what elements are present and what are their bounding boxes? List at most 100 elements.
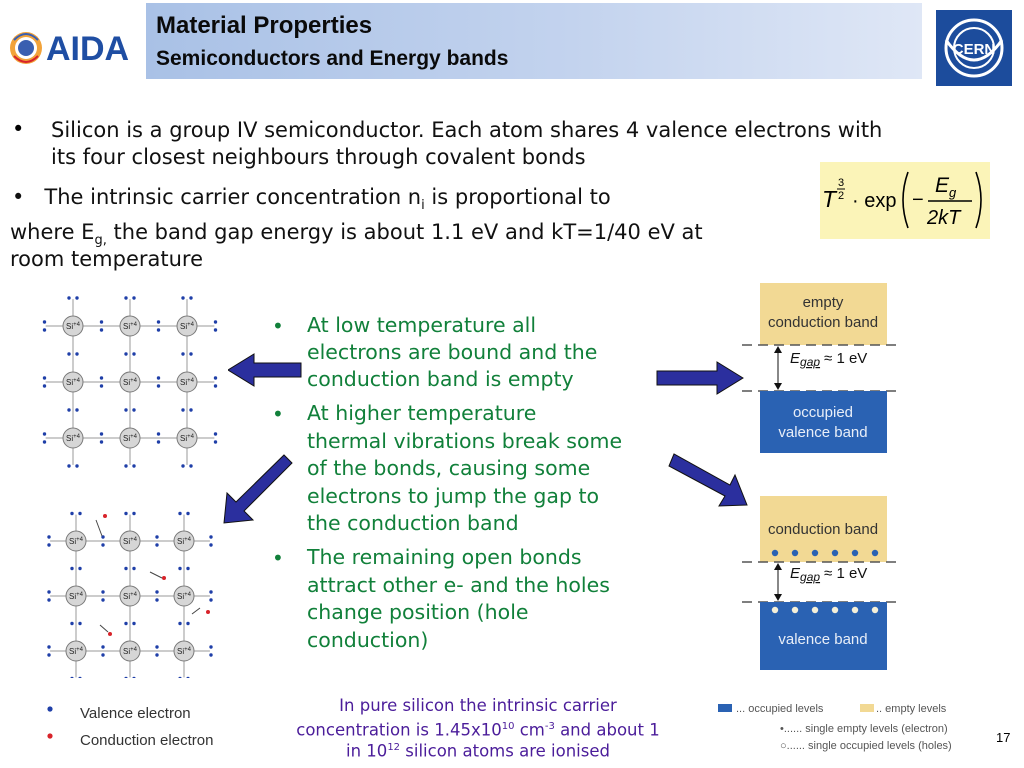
silicon-atom: Si+4 xyxy=(119,371,141,393)
green-p2-l2: thermal vibrations break some xyxy=(307,429,623,453)
svg-text:Si+4: Si+4 xyxy=(69,537,84,546)
cern-logo: CERN xyxy=(936,10,1012,86)
arrow-down-right-icon xyxy=(668,453,748,507)
svg-text:2kT: 2kT xyxy=(926,207,962,229)
bullet-1-line-2: its four closest neighbours through cova… xyxy=(51,145,586,169)
svg-text:−: − xyxy=(912,189,924,211)
silicon-atom: Si+4 xyxy=(119,315,141,337)
svg-text:Si+4: Si+4 xyxy=(66,434,81,443)
aida-logo-emblem-icon xyxy=(10,32,42,64)
footnote-line-3: in 1012 silicon atoms are ionised xyxy=(346,741,610,761)
svg-text:Si+4: Si+4 xyxy=(177,592,192,601)
svg-text:Si+4: Si+4 xyxy=(123,434,138,443)
silicon-atom: Si+4 xyxy=(119,585,141,607)
silicon-atom: Si+4 xyxy=(173,640,195,662)
svg-text:Si+4: Si+4 xyxy=(180,434,195,443)
green-bullet-3-marker: • xyxy=(272,546,284,570)
silicon-atom: Si+4 xyxy=(62,315,84,337)
svg-text:Si+4: Si+4 xyxy=(69,647,84,656)
band-diagram-warm: conduction band Egap≈ 1 eV valence band xyxy=(742,496,902,670)
band-gap-label: Egap≈ 1 eV xyxy=(790,350,867,369)
arrow-right-icon xyxy=(656,361,744,395)
conduction-electron-dot-icon xyxy=(47,733,53,739)
green-p2-l5: the conduction band xyxy=(307,511,519,535)
svg-text:Si+4: Si+4 xyxy=(123,322,138,331)
legend-occupied-label: ... occupied levels xyxy=(736,703,824,715)
conduction-electrons xyxy=(95,514,210,636)
band-diagram-cold: empty conduction band Egap≈ 1 eV occupie… xyxy=(742,283,902,453)
silicon-atom: Si+4 xyxy=(176,427,198,449)
svg-text:2: 2 xyxy=(838,190,844,202)
silicon-atom: Si+4 xyxy=(65,585,87,607)
legend-single-empty-label: •...... single empty levels (electron) xyxy=(780,723,948,735)
green-p1-l2: electrons are bound and the xyxy=(307,340,598,364)
svg-text:3: 3 xyxy=(838,177,844,189)
green-p3-l2: attract other e- and the holes xyxy=(307,573,610,597)
silicon-atom: Si+4 xyxy=(119,640,141,662)
svg-text:Si+4: Si+4 xyxy=(123,537,138,546)
svg-text:Si+4: Si+4 xyxy=(123,592,138,601)
legend-valence-label: Valence electron xyxy=(80,705,191,722)
green-p2-l3: of the bonds, causing some xyxy=(307,456,591,480)
green-p3-l1: The remaining open bonds xyxy=(307,545,582,569)
svg-text:Si+4: Si+4 xyxy=(123,378,138,387)
silicon-atom: Si+4 xyxy=(119,530,141,552)
svg-text:· exp: · exp xyxy=(852,190,896,212)
green-bullet-2-marker: • xyxy=(272,402,284,426)
bullet-3-line-2: room temperature xyxy=(10,247,203,271)
cern-logo-text: CERN xyxy=(953,41,996,58)
band-empty-label-1: empty xyxy=(803,294,844,311)
silicon-atom: Si+4 xyxy=(62,371,84,393)
svg-text:Si+4: Si+4 xyxy=(66,378,81,387)
page-number: 17 xyxy=(996,730,1011,745)
green-p2-l4: electrons to jump the gap to xyxy=(307,484,600,508)
silicon-atom: Si+4 xyxy=(176,315,198,337)
legend-empty-label: .. empty levels xyxy=(876,703,947,715)
footnote-line-1: In pure silicon the intrinsic carrier xyxy=(339,696,617,715)
band-gap-label-warm: Egap≈ 1 eV xyxy=(790,565,867,584)
svg-text:Si+4: Si+4 xyxy=(180,322,195,331)
green-p2-l1: At higher temperature xyxy=(307,401,537,425)
silicon-atom: Si+4 xyxy=(119,427,141,449)
bullet-1-line-1: Silicon is a group IV semiconductor. Eac… xyxy=(51,118,883,142)
page-title: Material Properties xyxy=(156,12,373,39)
silicon-atom: Si+4 xyxy=(62,427,84,449)
aida-logo: AIDA xyxy=(10,30,129,68)
valence-electrons xyxy=(42,296,218,468)
valence-electron-dot-icon xyxy=(47,706,53,712)
silicon-atom: Si+4 xyxy=(65,640,87,662)
green-bullet-1-marker: • xyxy=(272,314,284,338)
carrier-formula: T 3 2 · exp − E g 2kT xyxy=(820,162,990,239)
band-legend: ... occupied levels .. empty levels •...… xyxy=(718,703,952,752)
legend-conduction-label: Conduction electron xyxy=(80,732,213,749)
green-p1-l3: conduction band is empty xyxy=(307,367,574,391)
page-subtitle: Semiconductors and Energy bands xyxy=(156,47,509,70)
silicon-atom: Si+4 xyxy=(173,585,195,607)
band-empty-label-2: conduction band xyxy=(768,314,878,331)
arrow-down-left-icon xyxy=(223,454,293,524)
bullet-2: • The intrinsic carrier concentration ni… xyxy=(12,185,611,214)
silicon-atom: Si+4 xyxy=(173,530,195,552)
band-occupied-label-2: valence band xyxy=(778,424,867,441)
svg-text:T: T xyxy=(822,186,838,212)
svg-text:Si+4: Si+4 xyxy=(180,378,195,387)
green-p3-l3: change position (hole xyxy=(307,600,529,624)
silicon-atom: Si+4 xyxy=(65,530,87,552)
band-conduction-label: conduction band xyxy=(768,521,878,538)
footnote-line-2: concentration is 1.45x1010 cm-3 and abou… xyxy=(296,720,660,740)
svg-text:Si+4: Si+4 xyxy=(177,647,192,656)
electron-legend: Valence electron Conduction electron xyxy=(47,705,213,749)
valence-electrons xyxy=(47,511,213,678)
silicon-atom: Si+4 xyxy=(176,371,198,393)
aida-logo-text: AIDA xyxy=(46,30,129,68)
svg-text:Si+4: Si+4 xyxy=(123,647,138,656)
bullet-3-line-1: where Eg, the band gap energy is about 1… xyxy=(10,220,703,249)
band-occupied-label-1: occupied xyxy=(793,404,853,421)
svg-text:Si+4: Si+4 xyxy=(177,537,192,546)
bullet-marker: • xyxy=(12,117,25,141)
green-p3-l4: conduction) xyxy=(307,628,429,652)
svg-text:Si+4: Si+4 xyxy=(69,592,84,601)
band-valence-label: valence band xyxy=(778,631,867,648)
